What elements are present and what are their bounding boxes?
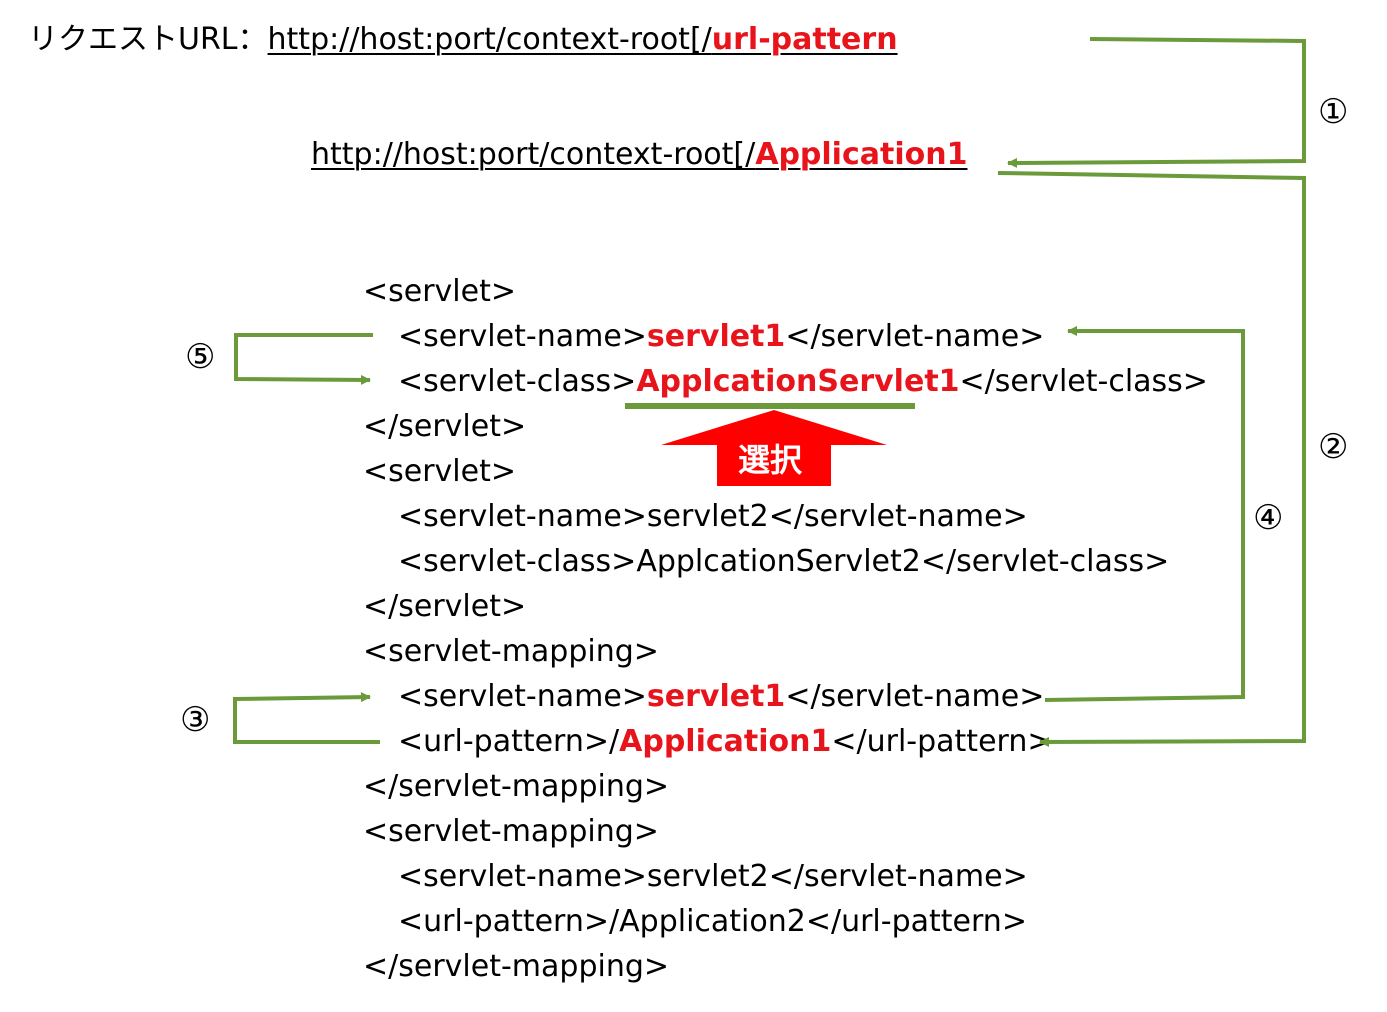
step5-connector: [234, 333, 373, 385]
mapping1-open: <servlet-mapping>: [363, 634, 659, 669]
servlet1-name-line: <servlet-name>servlet1</servlet-name>: [398, 319, 1045, 354]
step-number-1: ①: [1318, 92, 1349, 132]
mapping2-pattern-line: <url-pattern>/Application2</url-pattern>: [398, 904, 1027, 939]
mapping2-name-line: <servlet-name>servlet2</servlet-name>: [398, 859, 1028, 894]
step-number-2: ②: [1318, 427, 1349, 467]
select-label: 選択: [738, 441, 803, 479]
resolved-url-highlight: Application1: [755, 137, 968, 172]
mapping1-close: </servlet-mapping>: [363, 769, 670, 804]
servlet1-class-highlight: ApplcationServlet1: [636, 364, 960, 399]
servlet1-open: <servlet>: [363, 274, 517, 309]
servlet2-open: <servlet>: [363, 454, 517, 489]
mapping1-pattern-line: <url-pattern>/Application1</url-pattern>: [398, 724, 1053, 759]
step-number-4: ④: [1253, 498, 1284, 538]
request-url-value: http://host:port/context-root[/url-patte…: [267, 22, 898, 57]
request-url-label: リクエストURL：: [28, 22, 268, 57]
servlet2-close: </servlet>: [363, 589, 527, 624]
step2-connector: [997, 171, 1306, 747]
select-arrow-icon: [661, 410, 887, 486]
resolved-url: http://host:port/context-root[/Applicati…: [311, 137, 968, 172]
step1-connector: [1007, 37, 1306, 168]
step-number-5: ⑤: [185, 337, 216, 377]
step3-connector: [233, 692, 380, 744]
servlet1-close: </servlet>: [363, 409, 527, 444]
servlet1-class-line: <servlet-class>ApplcationServlet1</servl…: [398, 364, 1208, 399]
step4-connector: [1044, 326, 1245, 702]
servlet2-name-line: <servlet-name>servlet2</servlet-name>: [398, 499, 1028, 534]
url-pattern-highlight: url-pattern: [711, 22, 898, 57]
step-number-3: ③: [180, 700, 211, 740]
servlet2-class-line: <servlet-class>ApplcationServlet2</servl…: [398, 544, 1170, 579]
servlet1-name-highlight: servlet1: [646, 319, 786, 354]
selection-underline: [625, 403, 915, 409]
mapping1-pattern-highlight: Application1: [619, 724, 832, 759]
mapping2-open: <servlet-mapping>: [363, 814, 659, 849]
mapping2-close: </servlet-mapping>: [363, 949, 670, 984]
mapping1-name-highlight: servlet1: [646, 679, 786, 714]
request-url-line: リクエストURL：http://host:port/context-root[/…: [28, 21, 898, 59]
mapping1-name-line: <servlet-name>servlet1</servlet-name>: [398, 679, 1045, 714]
